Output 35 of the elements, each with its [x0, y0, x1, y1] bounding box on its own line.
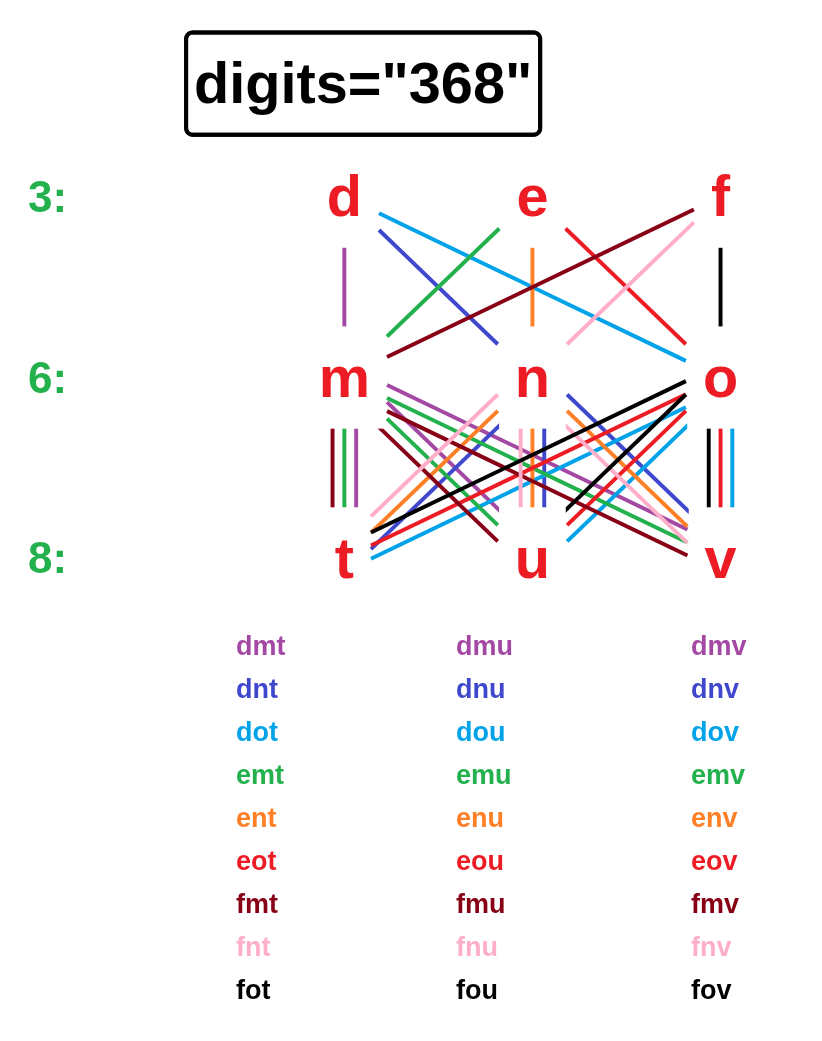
- combination-text: env: [691, 802, 738, 834]
- combination-text: fnt: [236, 931, 271, 963]
- combination-text: fot: [236, 974, 271, 1006]
- node-text: f: [710, 163, 731, 229]
- combination-text: fmu: [456, 888, 506, 920]
- combination-text: fou: [456, 974, 498, 1006]
- combination-text: ent: [236, 802, 277, 834]
- combination-text: dot: [236, 716, 278, 748]
- connector: [385, 417, 500, 527]
- combination-text: fnv: [691, 931, 732, 963]
- combination-text: dov: [691, 716, 739, 748]
- combination-text: fmv: [691, 888, 739, 920]
- row-digit-label: 8:: [28, 536, 68, 581]
- combination-text: fnu: [456, 931, 498, 963]
- node-text: d: [326, 163, 362, 229]
- node-text: e: [516, 163, 549, 229]
- combination-text: dmu: [456, 630, 513, 662]
- combination-text: dmt: [236, 630, 286, 662]
- combination-text: eou: [456, 845, 504, 877]
- row-digit-label: 3:: [28, 174, 68, 219]
- combination-text: dnt: [236, 673, 278, 705]
- combination-text: eot: [236, 845, 277, 877]
- combination-text: fmt: [236, 888, 278, 920]
- combination-text: dou: [456, 716, 506, 748]
- combination-text: dnv: [691, 673, 739, 705]
- combination-text: dmv: [691, 630, 747, 662]
- combination-text: emt: [236, 759, 284, 791]
- combination-text: fov: [691, 974, 732, 1006]
- combination-text: emu: [456, 759, 512, 791]
- combination-text: dnu: [456, 673, 506, 705]
- combination-text: emv: [691, 759, 746, 791]
- row-digit-label: 6:: [28, 355, 68, 400]
- connector: [369, 393, 500, 518]
- combination-text: enu: [456, 802, 504, 834]
- combination-text: eov: [691, 845, 738, 877]
